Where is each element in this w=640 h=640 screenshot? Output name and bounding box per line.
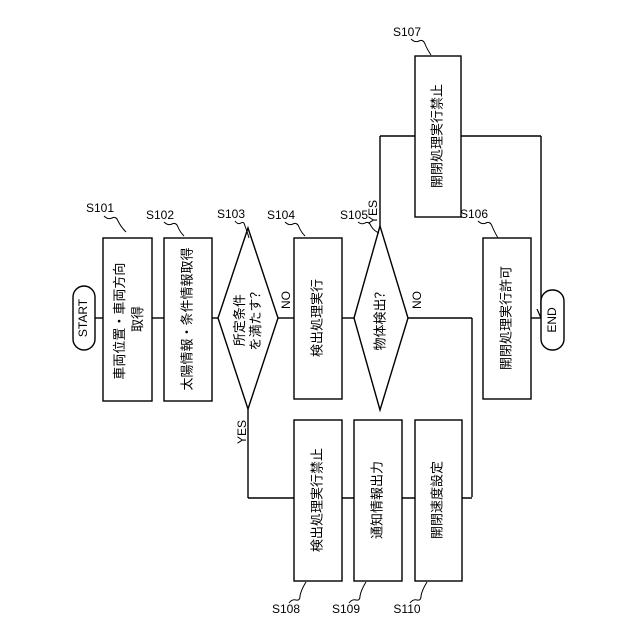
s109-id: S109: [332, 602, 360, 616]
process-s106: 開閉処理実行許可: [483, 238, 531, 399]
s110-id: S110: [393, 602, 420, 616]
s102-id: S102: [146, 208, 174, 222]
s105-text: 物体検出？: [374, 285, 389, 350]
s107-leader: [411, 39, 431, 55]
s105-no-label: NO: [410, 291, 424, 309]
start-label: START: [76, 298, 90, 337]
s110-leader: [410, 582, 427, 603]
s108-text: 検出処理実行禁止: [310, 448, 326, 552]
s103-line-1: 所定条件: [232, 294, 248, 346]
s104-text: 検出処理実行: [310, 279, 326, 357]
process-s101: 車両位置・車両方向 取得: [103, 238, 152, 401]
s110-text: 開閉速度設定: [430, 461, 446, 539]
s106-leader: [478, 221, 498, 238]
s104-id: S104: [267, 208, 295, 222]
s109-leader: [349, 582, 366, 603]
s102-text: 太陽情報・条件情報取得: [180, 247, 196, 390]
s106-id: S106: [460, 207, 488, 221]
s103-yes-label: YES: [235, 420, 249, 444]
s109-text: 通知情報出力: [370, 461, 386, 539]
process-s110: 開閉速度設定: [415, 420, 462, 581]
decision-s103: 所定条件 を満たす？: [218, 228, 278, 409]
s104-leader: [285, 222, 305, 236]
s101-line-1: 車両位置・車両方向: [112, 263, 128, 380]
s103-id: S103: [217, 207, 245, 221]
s103-line-2: を満たす？: [249, 285, 264, 350]
s101-leader: [104, 216, 126, 232]
s101-id: S101: [86, 201, 114, 215]
process-s108: 検出処理実行禁止: [294, 420, 342, 581]
decision-s105: 物体検出？: [354, 226, 408, 410]
process-s102: 太陽情報・条件情報取得: [164, 238, 212, 401]
start-terminal: START: [73, 286, 95, 350]
s105-id: S105: [340, 208, 368, 222]
s101-line-2: 取得: [130, 306, 146, 332]
process-s104: 検出処理実行: [294, 238, 342, 399]
s107-id: S107: [393, 25, 421, 39]
process-s107: 開閉処理実行禁止: [415, 56, 461, 217]
s102-leader: [164, 222, 184, 236]
s105-yes-label: YES: [366, 200, 380, 224]
s107-text: 開閉処理実行禁止: [430, 84, 446, 188]
s108-id: S108: [272, 602, 300, 616]
end-terminal: END: [541, 290, 564, 350]
s103-no-label: NO: [279, 291, 293, 309]
s108-leader: [289, 582, 306, 603]
s106-text: 開閉処理実行許可: [499, 266, 515, 370]
end-label: END: [545, 307, 559, 333]
process-s109: 通知情報出力: [354, 420, 402, 581]
